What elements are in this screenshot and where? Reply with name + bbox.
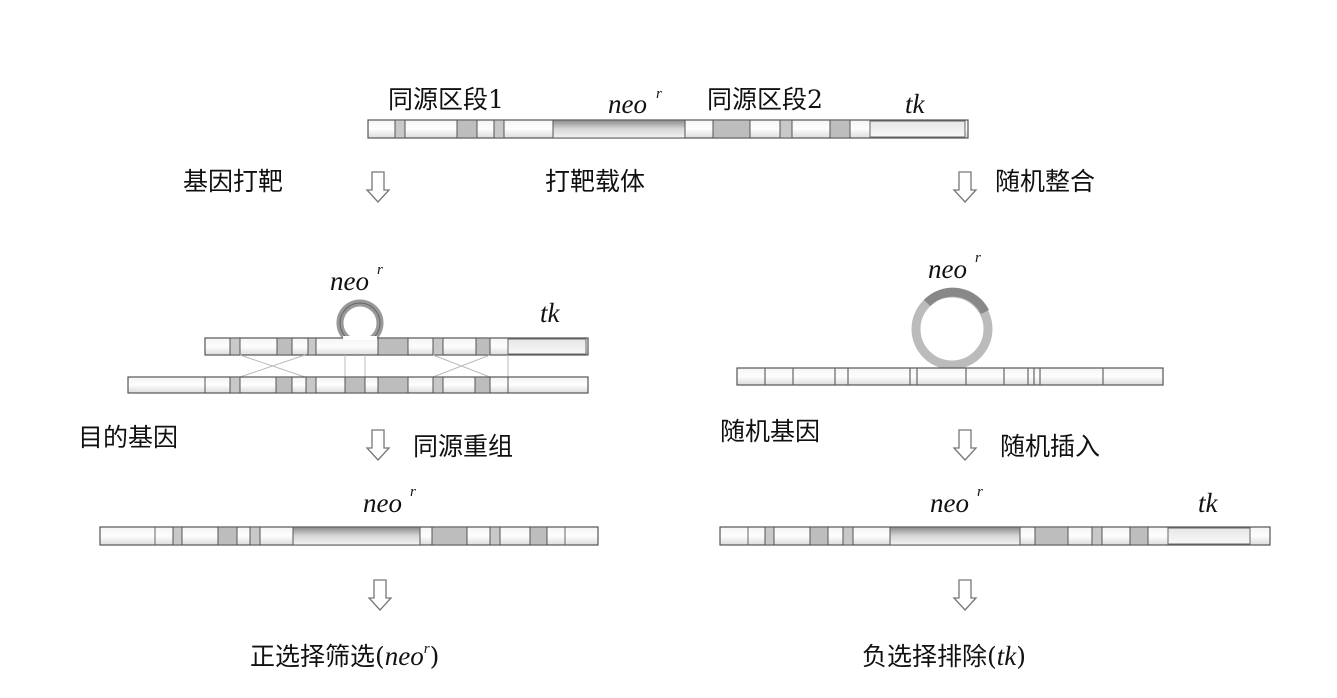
homologous-recombinant-result: neo r [99,484,599,546]
gene-targeting-label: 基因打靶 [183,167,283,196]
random-gene-label: 随机基因 [720,417,820,446]
positive-selection-label: 正选择筛选(neor) [250,641,439,671]
random-insertion-label: 随机插入 [1000,432,1100,461]
neo-label: neo [330,266,369,296]
down-arrow-icon [366,429,390,461]
neo-segment [552,119,686,139]
neo-label: neo [363,488,402,518]
neo-superscript: r [975,250,981,266]
random-insertion-result: neo r tk [719,484,1271,546]
tk-label: tk [905,89,926,119]
target-gene-label: 目的基因 [78,423,178,452]
targeting-vector-label: 打靶载体 [545,167,645,196]
homology-arm-1-label: 同源区段1 [388,85,504,114]
down-arrow-icon [953,171,977,203]
down-arrow-icon [366,171,390,203]
neo-label: neo [928,254,967,284]
neo-superscript: r [410,484,416,500]
random-integration-panel: neo r 随机基因 [720,250,1164,446]
tk-label: tk [1198,488,1219,518]
tk-label: tk [540,298,561,328]
negative-selection-label: 负选择排除(tk) [862,641,1026,671]
random-gene-bar [736,367,1164,386]
homologous-recombination-label: 同源重组 [413,432,513,461]
neo-superscript: r [977,484,983,500]
down-arrow-icon [953,579,977,611]
random-integration-label: 随机整合 [995,167,1095,196]
targeting-vector: 同源区段1 同源区段2 neo r tk [367,85,969,139]
down-arrow-icon [368,579,392,611]
tk-segment [869,120,966,138]
homologous-recombination-panel: neo r tk 目的基因 [78,262,589,452]
neo-superscript: r [377,262,383,278]
down-arrow-icon [953,429,977,461]
homology-arm-2-label: 同源区段2 [707,85,823,114]
neo-label: neo [930,488,969,518]
neo-label: neo [608,89,647,119]
neo-superscript: r [656,86,662,102]
